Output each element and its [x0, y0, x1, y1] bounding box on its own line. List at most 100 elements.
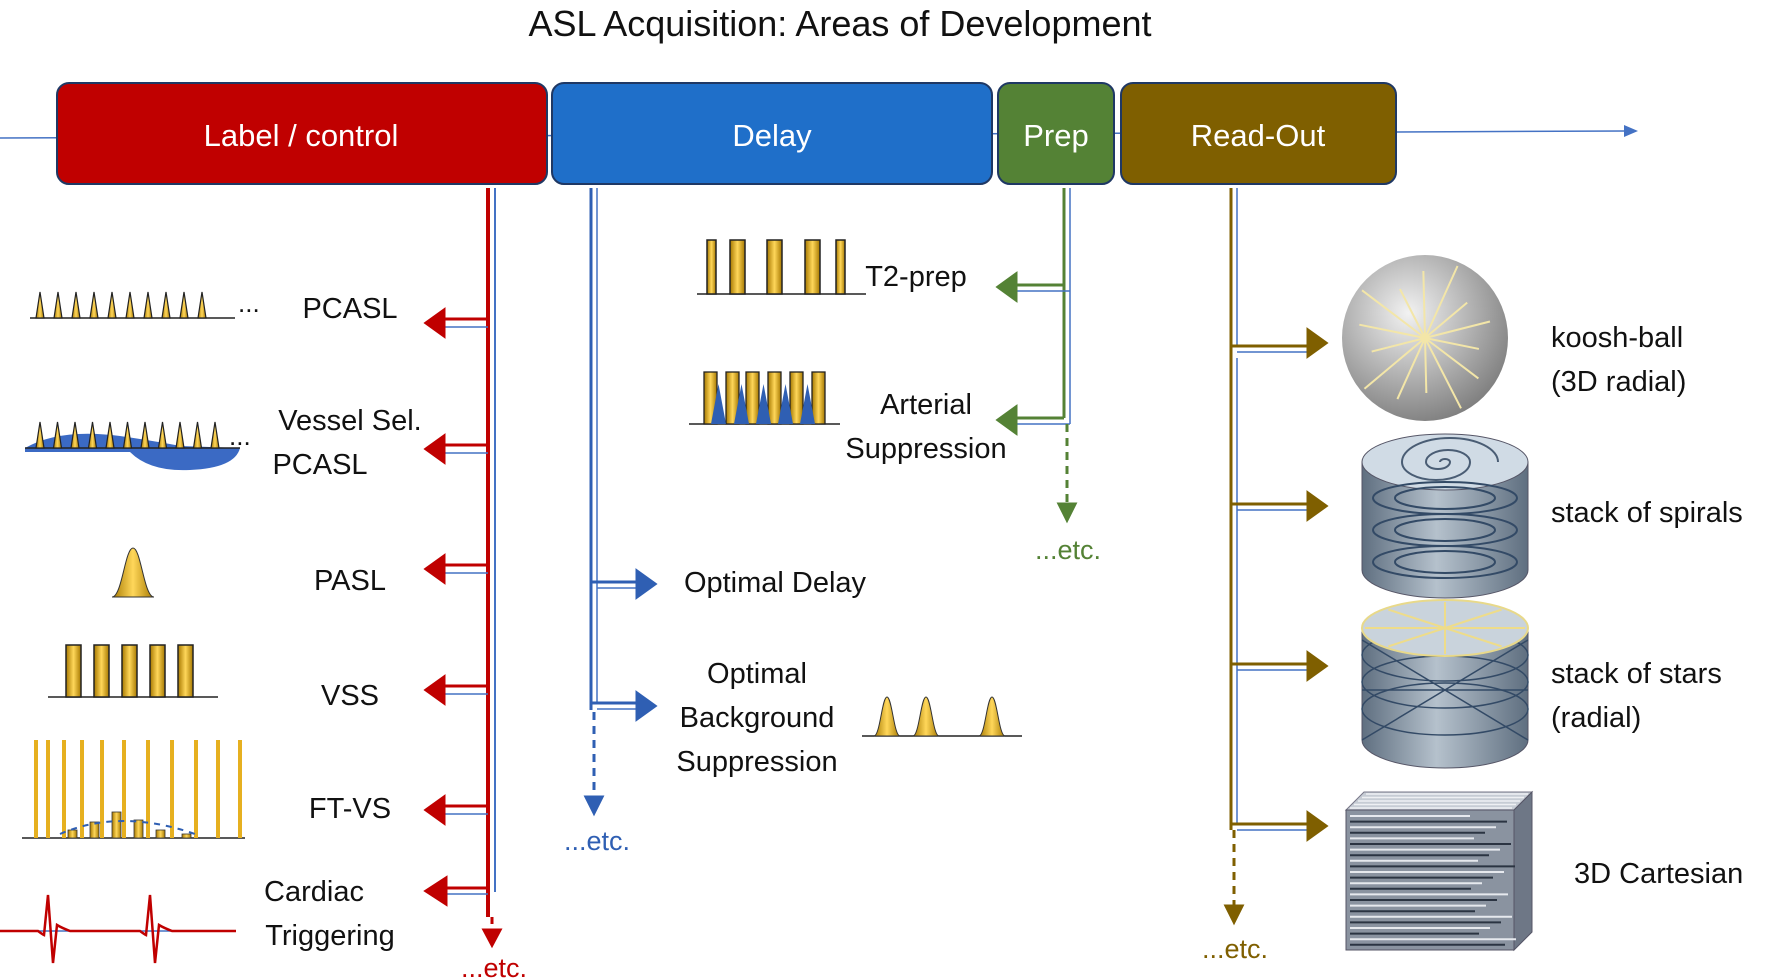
pcasl-ellipsis: ... — [238, 288, 260, 318]
koosh-spoke — [1371, 337, 1426, 353]
ftvs-hard-pulse — [62, 740, 66, 838]
vessel-sel-pulse — [87, 421, 98, 449]
pcasl-pulse — [53, 291, 63, 319]
ecg-trace-icon — [0, 894, 236, 964]
ftvs-soft-pulse — [155, 829, 166, 839]
koosh-ball-sphere-icon — [1342, 255, 1508, 421]
pcasl-pulse — [71, 291, 81, 319]
readout-branch-connectors — [1223, 188, 1329, 926]
vessel-sel-pulse — [157, 421, 168, 449]
koosh-spoke — [1399, 288, 1426, 339]
delay-item-suppression: Suppression — [676, 746, 837, 778]
koosh-spoke — [1422, 270, 1426, 339]
pcasl-pulse — [125, 291, 135, 319]
readout-item-radial: (radial) — [1551, 702, 1641, 734]
star-spoke — [1444, 608, 1502, 629]
star-spoke — [1388, 608, 1446, 629]
star-spoke — [1388, 627, 1446, 648]
arterial-rect-pulse — [745, 371, 760, 425]
ftvs-hard-pulse — [194, 740, 198, 838]
stack-of-stars-cylinder-icon — [1361, 599, 1529, 769]
diagram-title: ASL Acquisition: Areas of Development — [528, 3, 1151, 44]
arterial-gradient — [711, 384, 726, 424]
vessel-sel-pulse — [70, 421, 80, 449]
koosh-spoke — [1424, 320, 1491, 339]
pcasl-pulse — [143, 291, 153, 319]
pcasl-pulse — [179, 291, 189, 319]
koosh-spoke — [1424, 337, 1480, 350]
t2-prep-pulses-icon — [697, 239, 866, 295]
ftvs-soft-pulse — [111, 811, 122, 839]
section-label-control[interactable]: Label / control — [56, 82, 548, 185]
section-readout[interactable]: Read-Out — [1120, 82, 1397, 185]
ftvs-soft-pulse — [89, 821, 100, 839]
ftvs-hard-pulse — [80, 740, 84, 838]
arterial-gradient — [734, 384, 749, 424]
vss-pulse-icon — [48, 644, 218, 698]
koosh-spoke — [1396, 337, 1426, 400]
pcasl-pulse — [107, 291, 117, 319]
readout-etc: ...etc. — [1202, 934, 1268, 964]
koosh-spoke — [1363, 337, 1426, 390]
pcasl-pulse — [161, 291, 171, 319]
readout-item-3d-cartesian: 3D Cartesian — [1574, 858, 1743, 890]
ftvs-soft-pulse — [133, 819, 144, 839]
vessel-sel-pulse — [122, 421, 133, 449]
label-item-pcasl: PCASL — [302, 293, 397, 325]
prep-item-t2prep: T2-prep — [865, 261, 967, 293]
label-etc: ...etc. — [461, 953, 527, 979]
prep-item-arterial: Arterial — [880, 389, 972, 421]
vessel-sel-pulse — [105, 421, 115, 449]
ftvs-hard-pulse — [170, 740, 174, 838]
ftvs-hard-pulse — [146, 740, 150, 838]
delay-branch-connectors — [583, 188, 658, 817]
ftvs-hard-pulse — [46, 740, 50, 838]
label-branch-connectors — [423, 188, 503, 949]
label-item-vessel-sel: Vessel Sel. — [278, 405, 421, 437]
section-delay[interactable]: Delay — [551, 82, 993, 185]
section-prep[interactable]: Prep — [997, 82, 1115, 185]
vessel-sel-pulse — [210, 421, 220, 449]
prep-item-suppression: Suppression — [845, 433, 1006, 465]
pasl-pulse-icon — [111, 547, 155, 598]
koosh-spoke — [1424, 337, 1462, 409]
label-item-pasl: PASL — [314, 565, 386, 597]
ftvs-gradient — [59, 820, 196, 835]
vessel-sel-pulse — [35, 421, 45, 449]
pcasl-pulse — [35, 291, 45, 319]
ftvs-pulse-icon — [22, 740, 245, 839]
label-item-vss: VSS — [321, 680, 379, 712]
arterial-gradient — [778, 384, 793, 424]
vessel-ellipsis: ... — [229, 421, 251, 451]
koosh-spoke — [1424, 301, 1468, 339]
background-suppression-pulses-icon — [862, 696, 1022, 737]
koosh-spoke — [1359, 323, 1426, 339]
ftvs-hard-pulse — [216, 740, 220, 838]
section-readout-text: Read-Out — [1191, 118, 1326, 153]
koosh-spoke — [1424, 337, 1479, 380]
koosh-spoke — [1424, 265, 1459, 339]
pcasl-pulse — [89, 291, 99, 319]
star-spoke — [1444, 627, 1502, 648]
delay-etc: ...etc. — [564, 826, 630, 856]
ftvs-hard-pulse — [34, 740, 38, 838]
prep-branch-connectors — [995, 188, 1078, 524]
arterial-rect-pulse — [811, 371, 826, 425]
prep-etc: ...etc. — [1035, 535, 1101, 565]
delay-item-optimal-delay: Optimal Delay — [684, 567, 867, 599]
arterial-gradient — [800, 384, 815, 424]
arterial-rect-pulse — [767, 371, 782, 425]
koosh-spoke — [1424, 337, 1428, 394]
pcasl-pulse — [197, 291, 207, 319]
section-prep-text: Prep — [1023, 118, 1088, 153]
section-delay-text: Delay — [732, 118, 812, 153]
ftvs-hard-pulse — [100, 740, 104, 838]
readout-item-koosh-ball: koosh-ball — [1551, 322, 1683, 354]
delay-item-optimal: Optimal — [707, 658, 807, 690]
arterial-gradient — [756, 384, 771, 424]
ftvs-soft-pulse — [181, 833, 192, 839]
section-label-control-text: Label / control — [204, 118, 399, 153]
readout-item-3d-radial: (3D radial) — [1551, 366, 1686, 398]
ftvs-soft-pulse — [67, 829, 78, 839]
